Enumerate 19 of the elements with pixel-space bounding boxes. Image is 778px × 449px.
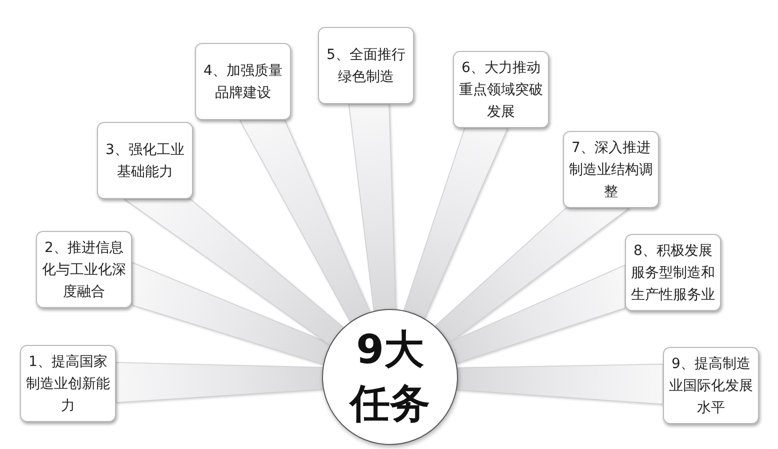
- task-box: 7、深入推进制造业结构调整: [563, 131, 659, 208]
- connector-band: [348, 104, 396, 312]
- connector-band: [239, 120, 370, 322]
- task-box: 2、推进信息化与工业化深度融合: [36, 231, 132, 308]
- task-box: 4、加强质量品牌建设: [195, 43, 291, 120]
- task-box: 1、提高国家制造业创新能力: [20, 345, 116, 422]
- task-box: 6、大力推动重点领域突破发展: [453, 51, 549, 128]
- connector-band: [124, 198, 344, 346]
- connector-band: [404, 128, 508, 319]
- task-box: 3、强化工业基础能力: [97, 122, 193, 199]
- connector-band: [132, 262, 331, 365]
- task-box: 8、积极发展服务型制造和生产性服务业: [625, 234, 721, 311]
- connector-band: [456, 364, 664, 405]
- connector-band: [448, 264, 626, 364]
- hub-circle: 9大任务: [322, 309, 458, 445]
- connector-band: [434, 208, 630, 344]
- connector-band: [116, 362, 324, 403]
- task-box: 9、提高制造业国际化发展水平: [663, 347, 759, 424]
- task-box: 5、全面推行绿色制造: [318, 27, 414, 104]
